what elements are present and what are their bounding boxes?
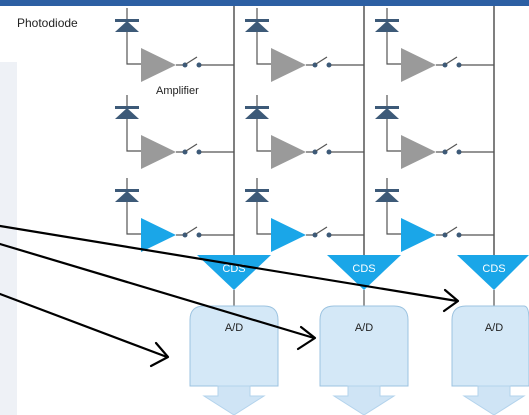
pointer-arrowhead-1 xyxy=(442,288,460,313)
amplifier-icon xyxy=(141,218,176,252)
pixel-cell xyxy=(115,178,234,252)
switch-icon xyxy=(176,143,234,155)
photodiode-icon xyxy=(375,178,399,212)
photodiode-icon xyxy=(245,95,269,129)
adc-label-1: A/D xyxy=(225,322,243,334)
cell-wire xyxy=(256,129,271,152)
switch-icon xyxy=(176,226,234,238)
pointer-line-2 xyxy=(0,242,316,340)
switch-icon xyxy=(436,143,494,155)
output-arrow-1 xyxy=(202,385,266,415)
cell-wire xyxy=(386,129,401,152)
switch-icon xyxy=(436,226,494,238)
output-arrow-2 xyxy=(332,385,396,415)
switch-icon xyxy=(306,226,364,238)
cds-block-2 xyxy=(327,255,401,290)
pixel-cell xyxy=(375,95,494,169)
pointer-line-3 xyxy=(0,292,169,359)
cell-wire xyxy=(386,212,401,235)
output-arrows xyxy=(202,385,526,415)
pointer-arrows xyxy=(0,224,460,368)
pixel-cell xyxy=(375,8,494,82)
switch-icon xyxy=(436,56,494,68)
adc-block-1 xyxy=(189,305,279,387)
cell-wire xyxy=(126,129,141,152)
photodiode-icon xyxy=(115,95,139,129)
pixel-cell xyxy=(115,8,234,82)
pointer-line-1 xyxy=(0,224,459,303)
cds-block-1 xyxy=(197,255,271,290)
cds-adc-connectors xyxy=(233,290,495,306)
photodiode-icon xyxy=(245,178,269,212)
photodiode-icon xyxy=(115,8,139,42)
pixel-cells xyxy=(115,8,494,252)
adc-label-3: A/D xyxy=(485,322,503,334)
adc-block-3 xyxy=(451,305,529,387)
photodiode-label: Photodiode xyxy=(17,16,78,30)
cds-blocks: CDS CDS CDS xyxy=(197,255,529,290)
column-lines xyxy=(233,6,495,262)
pointer-arrowhead-3 xyxy=(149,341,170,368)
amplifier-icon xyxy=(271,48,306,82)
amplifier-icon xyxy=(141,48,176,82)
pixel-cell xyxy=(375,178,494,252)
photodiode-icon xyxy=(115,178,139,212)
cds-label-2: CDS xyxy=(352,263,375,275)
switch-icon xyxy=(306,143,364,155)
cell-wire xyxy=(256,42,271,65)
left-side-panel xyxy=(0,62,17,415)
cell-wire xyxy=(386,42,401,65)
amplifier-icon xyxy=(141,135,176,169)
adc-blocks: A/D A/D A/D xyxy=(189,305,529,387)
amplifier-icon xyxy=(401,218,436,252)
amplifier-label: Amplifier xyxy=(156,85,199,97)
pixel-cell xyxy=(115,95,234,169)
photodiode-icon xyxy=(375,8,399,42)
switch-icon xyxy=(306,56,364,68)
switch-icon xyxy=(176,56,234,68)
cell-wire xyxy=(126,212,141,235)
amplifier-icon xyxy=(271,218,306,252)
cell-wire xyxy=(256,212,271,235)
pixel-cell xyxy=(245,95,364,169)
amplifier-icon xyxy=(401,48,436,82)
photodiode-icon xyxy=(375,95,399,129)
pixel-cell xyxy=(245,178,364,252)
cds-block-3 xyxy=(457,255,529,290)
pointer-arrowhead-2 xyxy=(296,325,317,351)
amplifier-icon xyxy=(401,135,436,169)
top-accent-bar xyxy=(0,0,529,6)
amplifier-icon xyxy=(271,135,306,169)
adc-label-2: A/D xyxy=(355,322,373,334)
pixel-cell xyxy=(245,8,364,82)
adc-block-2 xyxy=(319,305,409,387)
cds-label-3: CDS xyxy=(482,263,505,275)
cell-wire xyxy=(126,42,141,65)
output-arrow-3 xyxy=(462,385,526,415)
photodiode-icon xyxy=(245,8,269,42)
